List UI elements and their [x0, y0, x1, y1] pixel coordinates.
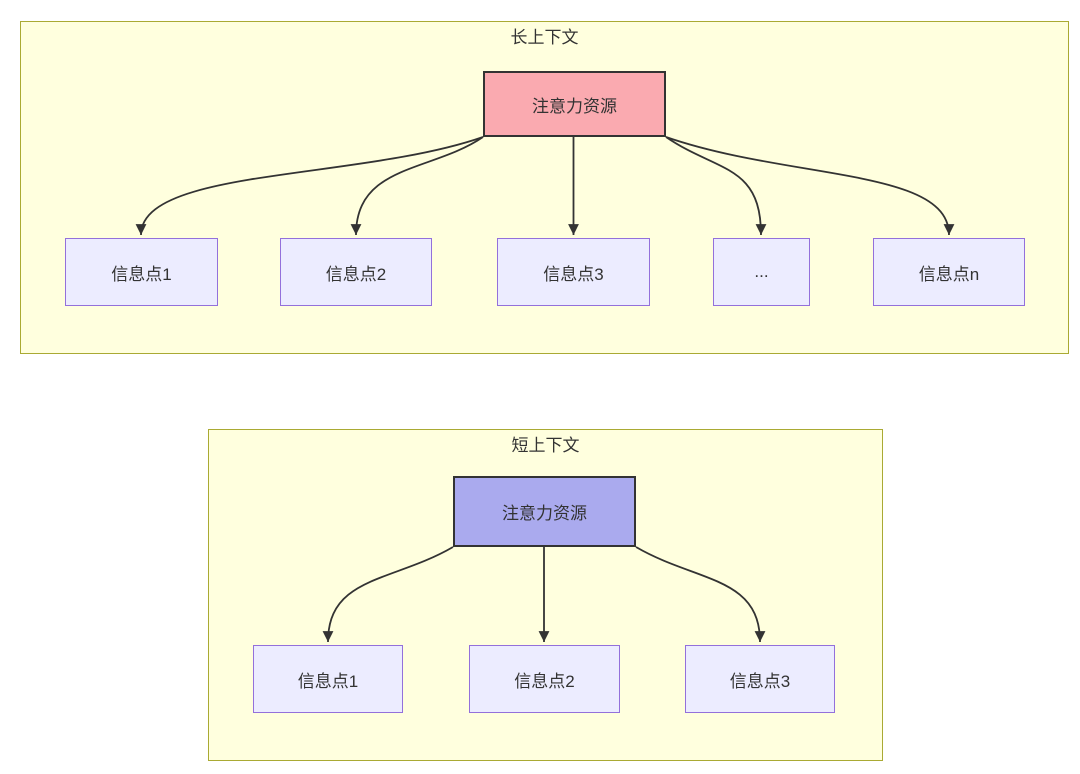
short-context-info-node-2: 信息点2: [469, 645, 620, 713]
long-context-info-node-3: 信息点3: [497, 238, 650, 306]
info-node-label: 信息点3: [729, 671, 791, 691]
info-node-label: 信息点1: [111, 264, 172, 284]
long-context-attention-label: 注意力资源: [532, 96, 617, 116]
short-context-attention-node: 注意力资源: [453, 476, 636, 547]
info-node-label: 信息点2: [514, 671, 575, 691]
short-context-container: 短上下文 注意力资源 信息点1 信息点2 信息点3: [208, 429, 883, 761]
long-context-container: 长上下文 注意力资源 信息点1 信息点2 信息点3 ... 信息点n: [20, 21, 1069, 354]
short-context-attention-label: 注意力资源: [502, 504, 587, 523]
info-node-label: 信息点2: [325, 264, 387, 284]
info-node-label: 信息点n: [918, 264, 980, 284]
long-context-info-node-ellipsis: ...: [713, 238, 810, 306]
info-node-label: 信息点1: [297, 671, 359, 691]
short-context-info-node-1: 信息点1: [253, 645, 403, 713]
short-context-info-node-3: 信息点3: [685, 645, 835, 713]
long-context-attention-node: 注意力资源: [483, 71, 666, 137]
info-node-label: 信息点3: [543, 264, 604, 284]
long-context-info-node-n: 信息点n: [873, 238, 1025, 306]
short-context-title: 短上下文: [511, 436, 580, 455]
long-context-info-node-1: 信息点1: [65, 238, 218, 306]
long-context-info-node-2: 信息点2: [280, 238, 432, 306]
info-node-label: ...: [754, 262, 769, 281]
long-context-title: 长上下文: [510, 28, 579, 47]
